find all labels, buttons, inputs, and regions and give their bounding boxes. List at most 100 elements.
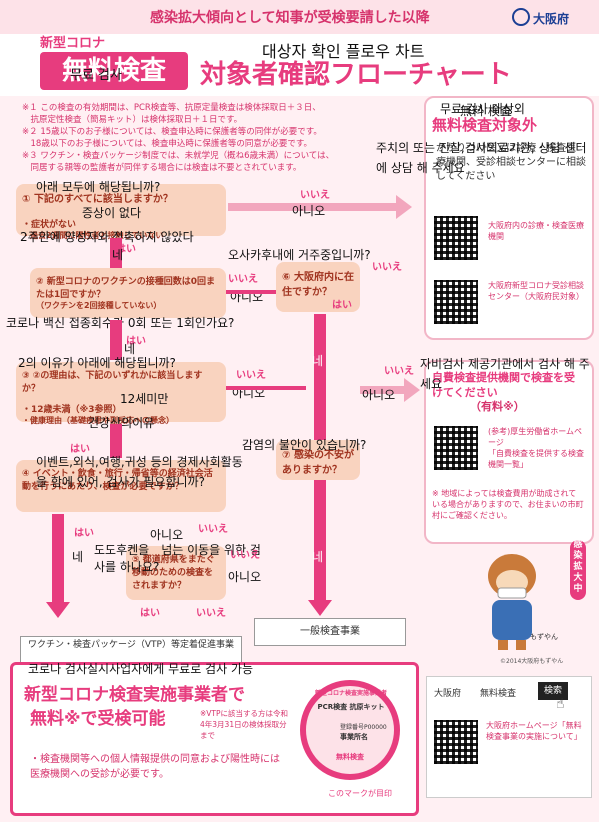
search-input[interactable]: 無料検査	[480, 689, 517, 699]
q1-yes-kr: 네	[112, 248, 124, 262]
title-kr: 대상자 확인 플로우 차트	[262, 42, 425, 61]
q3-yes-arrow	[110, 424, 122, 458]
q1-kr: 아래 모두에 해당됩니까?	[36, 180, 161, 194]
qr-code-4[interactable]	[432, 718, 480, 766]
q1-no-label: いいえ	[300, 190, 330, 201]
right2-title: 自費検査提供機関で検査を受けてください	[432, 371, 575, 399]
page-title: 対象者確認フローチャート	[200, 60, 512, 90]
qr1-label: 大阪府内の診療・検査医療機関	[488, 221, 584, 241]
banner-text: 感染拡大傾向として知事が受検要請した以降	[150, 10, 430, 26]
question-3: ③ ②の理由は、下記のいずれかに該当しますか？ ・12歳未満（※3参照） ・健康…	[16, 362, 226, 425]
q6-no-arrow-head	[404, 378, 420, 402]
question-5: ⑤ 都道府県をまたぐ移動のための検査をされますか？	[126, 546, 226, 600]
question-7: ⑦ 感染の不安がありますか？	[276, 440, 360, 480]
note-line: ※２ 15歳以下のお子様については、検査申込時に保護者等の同伴が必要です。	[22, 127, 322, 137]
right1-heading: 無料 検査	[460, 102, 512, 119]
note-line: 同居する親等の監護者が同伴する場合には検査は不要とされています。	[22, 163, 302, 173]
q6-text: ⑥ 大阪府内に在住ですか？	[282, 272, 354, 298]
q1-no-arrow-head	[396, 195, 412, 219]
result-kr: 코로나 검사실시사업자에게 무료로 검사 가능	[28, 662, 254, 676]
q1-yes-arrow	[110, 238, 122, 268]
vtp-bar-text: ワクチン・検査パッケージ（VTP）等定着促進事業	[28, 640, 234, 650]
q7-yes-arrow-head	[308, 600, 332, 616]
note-line: 抗原定性検査（簡易キット）は検体採取日＋１日です。	[22, 115, 243, 125]
q1-item1: ・症状がない	[22, 220, 77, 230]
title-box-kr: 무료 검사	[70, 68, 122, 83]
q3-text: ③ ②の理由は、下記のいずれかに該当しますか？	[22, 371, 203, 394]
qr-code-3[interactable]	[432, 424, 480, 472]
q2-text: ② 新型コロナのワクチンの接種回数は0回または1回ですか？	[36, 277, 216, 300]
q3-kr: 2의 이유가 아래에 해당됩니까?	[18, 356, 176, 370]
q2-sub: （ワクチンを2回接種していない）	[36, 301, 162, 310]
right2-paid: （有料※）	[470, 400, 525, 413]
note-line: ※３ ワクチン・検査パッケージ制度では、未就学児（概ね6歳未満）については、	[22, 151, 335, 161]
q3-item2: ・健康理由（基礎疾患や副反応への懸念）	[22, 416, 174, 425]
q5-no-label-2: いいえ	[196, 608, 226, 619]
q2-no-label: いいえ	[228, 274, 258, 285]
notes: ※１ この検査の有効期間は、PCR検査等、抗原定量検査は検体採取日＋３日、 抗原…	[22, 102, 412, 174]
seal-name: 事業所名	[340, 733, 368, 741]
q1-text: ① 下記のすべてに該当しますか？	[22, 194, 173, 205]
logo-text: 大阪府	[533, 12, 570, 26]
q4-yes-label: はい	[74, 528, 94, 539]
q5-kr: 도도후켄을 넘는 이동을 위한 검사를 하나요?	[94, 543, 261, 574]
question-1: ① 下記のすべてに該当しますか？ ・症状がない ・過去2週間に陽性者と接触してい…	[16, 184, 226, 240]
seal-no: 登録番号P00000	[340, 724, 387, 731]
seal-top: 新型コロナ検査実施事業者	[314, 690, 387, 697]
seal-caption: このマークが目印	[328, 789, 392, 798]
certified-seal	[300, 680, 400, 780]
right2-note: ※ 地域によっては検査費用が助成されている場合がありますので、お住まいの市町村に…	[432, 489, 584, 520]
general-bar: 一般検査事業	[254, 618, 406, 646]
note-line: 18歳以下のお子様については、検査申込時に保護者等の同意が必要です。	[22, 139, 313, 149]
q2-yes-label: はい	[126, 336, 146, 347]
q6-yes-kr: 네	[312, 354, 324, 368]
mascot-copy: ©2014大阪府もずやん	[500, 658, 564, 665]
vtp-note: ※VTPに該当する方は令和4年3月31日の検体採取分まで	[200, 709, 289, 740]
q6-no-arrow	[360, 386, 406, 394]
q1-no-arrow	[228, 203, 398, 211]
q4-kr: 이벤트,외식,여행,귀성 등의 경제사회활동을 함에 있어, 검사가 필요합니까…	[36, 455, 243, 489]
osaka-logo-icon	[512, 8, 530, 26]
qr-code-2[interactable]	[432, 278, 480, 326]
q4-no-label: いいえ	[198, 524, 228, 535]
qr-code-1[interactable]	[432, 214, 480, 262]
q1-item2: ・過去2週間に陽性者と接触していない	[22, 231, 164, 240]
footnote: ・検査機関等への個人情報提供の同意および陽性時には医療機関への受診が必要です。	[30, 754, 280, 780]
q7-kr: 감염의 불안이 있습니까?	[242, 438, 367, 452]
note-line: ※１ この検査の有効期間は、PCR検査等、抗原定量検査は検体採取日＋３日、	[22, 103, 321, 113]
q3-item2-kr: 건강상의이유	[88, 416, 155, 430]
q2-yes-arrow	[110, 320, 122, 360]
mascot-sign: 感染拡大中	[570, 540, 586, 600]
q6-kr: 오사카후내에 거주중입니까?	[228, 248, 371, 262]
q6-yes-label: はい	[332, 300, 352, 311]
q3-yes-label: はい	[70, 444, 90, 455]
mascot-icon	[488, 554, 536, 650]
q3-item1-kr: 12세미만	[120, 392, 169, 406]
search-caption: 大阪府ホームページ「無料検査事業の実施について」	[486, 721, 582, 741]
seal-bottom: 無料検査	[336, 753, 364, 761]
right1-body: かかりつけ医又は診療・検査医療機関、受診相談センターに相談してください	[436, 143, 586, 182]
result-main-2: 無料※で受検可能	[30, 709, 166, 729]
q1-yes-label: はい	[116, 244, 136, 255]
search-left: 大阪府	[434, 689, 462, 699]
question-6: ⑥ 大阪府内に在住ですか？	[276, 262, 360, 312]
search-button[interactable]: 検索	[538, 682, 568, 700]
question-2: ② 新型コロナのワクチンの接種回数は0回または1回ですか？ （ワクチンを2回接種…	[30, 268, 226, 318]
q7-no-kr: 아니오	[362, 388, 396, 402]
q1-no-kr: 아니오	[292, 204, 326, 218]
title-sub: 新型コロナ	[40, 36, 106, 51]
result-main-1: 新型コロナ検査実施事業者で	[24, 685, 245, 705]
q3-no-arrow	[226, 386, 306, 390]
q3-no-label: いいえ	[236, 370, 266, 381]
q4-yes-arrow-head	[46, 602, 70, 618]
qr2-label: 大阪府新型コロナ受診相談センター（大阪府民対象）	[488, 281, 584, 301]
right1-prefix: 無料 検査	[460, 104, 512, 118]
q5-text: ⑤ 都道府県をまたぐ移動のための検査をされますか？	[132, 555, 215, 591]
q4-yes-arrow	[52, 514, 64, 604]
q5-no-label: いいえ	[230, 550, 260, 561]
qr3-label2: 「自費検査を提供する検査機関一覧」	[488, 449, 584, 469]
q5-yes-label: はい	[140, 608, 160, 619]
q2-no-arrow	[226, 290, 276, 294]
osaka-logo: 大阪府	[512, 8, 569, 27]
q7-no-label: いいえ	[384, 366, 414, 377]
